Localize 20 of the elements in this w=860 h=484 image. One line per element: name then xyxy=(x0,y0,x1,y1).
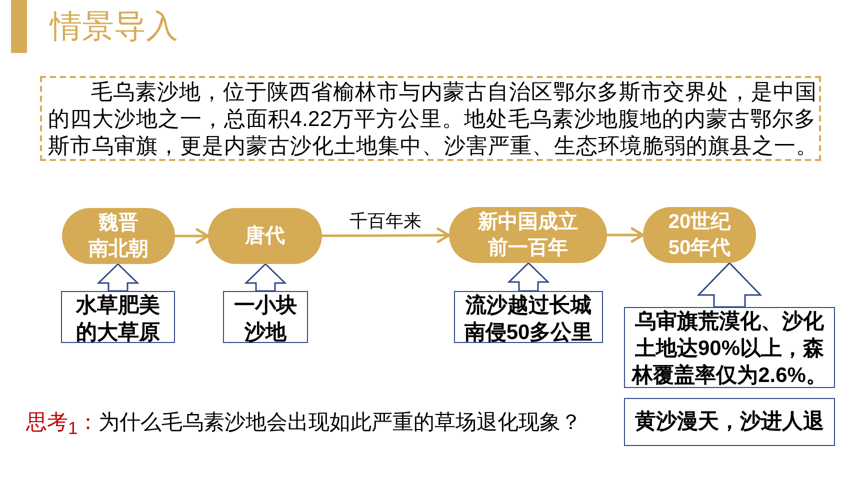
slide-title: 情景导入 xyxy=(50,7,178,46)
period-pill: 新中国成立前一百年 xyxy=(449,207,607,263)
arrow xyxy=(322,228,450,244)
note-box: 水草肥美的大草原 xyxy=(61,291,175,343)
period-pill: 魏晋南北朝 xyxy=(62,208,175,264)
question-text: 为什么毛乌素沙地会出现如此严重的草场退化现象？ xyxy=(98,411,582,434)
arrow xyxy=(607,227,644,243)
note-box: 黄沙漫天，沙进人退 xyxy=(624,398,835,446)
note-box: 乌审旗荒漠化、沙化土地达90%以上，森林覆盖率仅为2.6%。 xyxy=(624,307,835,388)
prompt-label: 思考$_{1}$： xyxy=(26,411,99,434)
block-arrow xyxy=(96,262,140,292)
paragraph-box: 毛乌素沙地，位于陕西省榆林市与内蒙古自治区鄂尔多斯市交界处，是中国的四大沙地之一，总面积4.22万平方公里。地处毛乌素沙地腹地的内蒙古鄂尔多斯市乌审旗，更是内蒙古沙化土地集中、沙害严重、生态环境脆弱的旗县之一。 xyxy=(40,76,821,161)
note-box: 一小块沙地 xyxy=(223,291,308,343)
period-pill: 唐代 xyxy=(208,208,322,264)
block-arrow xyxy=(244,262,287,292)
block-arrow xyxy=(696,262,762,308)
note-box: 流沙越过长城南侵50多公里 xyxy=(454,291,603,343)
arrow xyxy=(175,228,210,244)
block-arrow xyxy=(507,262,550,292)
period-pill: 20世纪50年代 xyxy=(643,207,756,263)
